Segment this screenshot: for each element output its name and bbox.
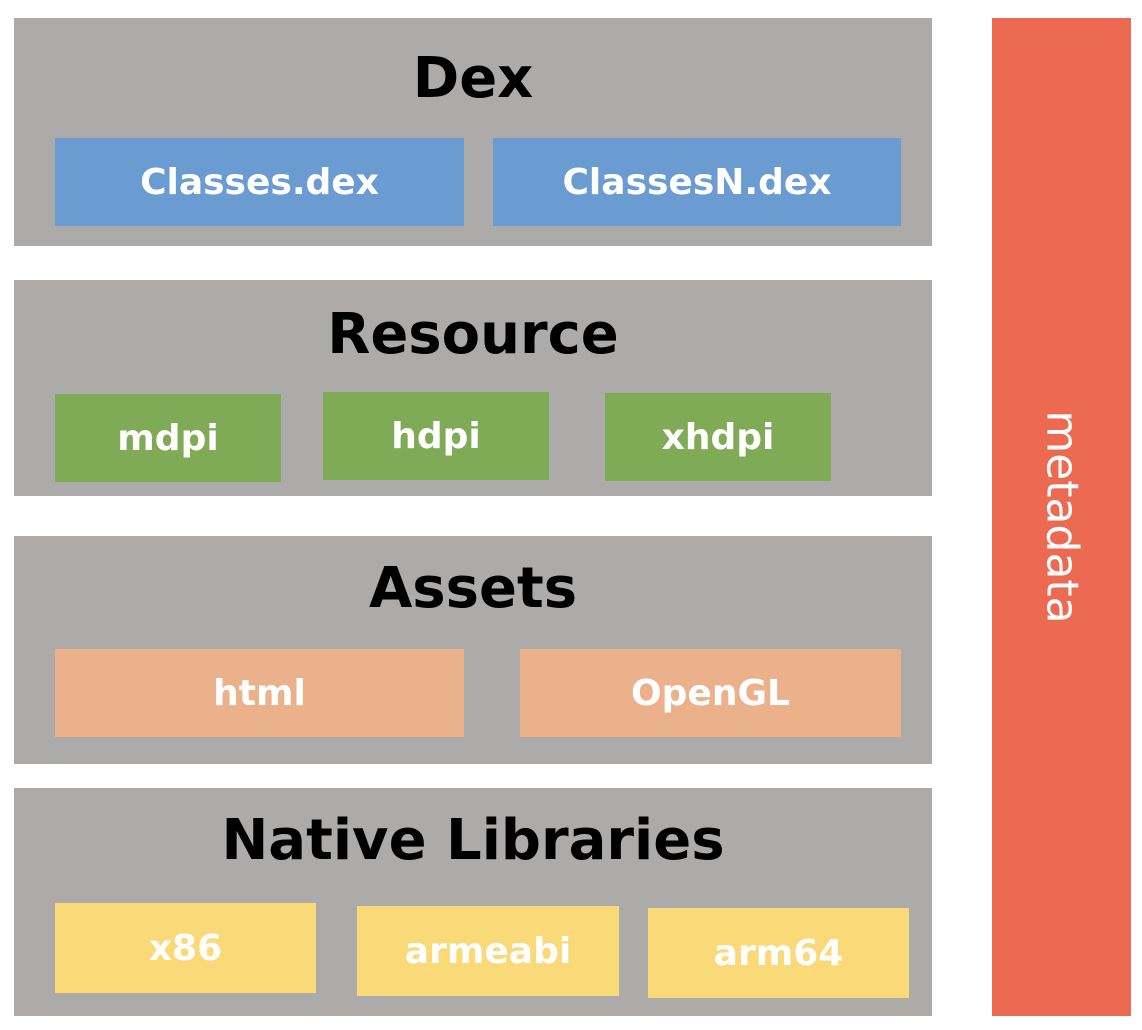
metadata-bar: metadata (992, 18, 1131, 1016)
dex-title: Dex (412, 46, 534, 111)
native-box-armeabi: armeabi (357, 906, 619, 996)
native-libraries-layer: Native Libraries x86 armeabi arm64 (14, 788, 932, 1016)
dex-layer: Dex Classes.dex ClassesN.dex (14, 18, 932, 246)
resource-box-xhdpi: xhdpi (605, 393, 831, 481)
resource-box-mdpi: mdpi (55, 394, 281, 482)
resource-box-hdpi: hdpi (323, 392, 549, 480)
assets-box-opengl: OpenGL (520, 649, 901, 737)
metadata-label: metadata (1036, 410, 1087, 624)
assets-layer: Assets html OpenGL (14, 536, 932, 764)
native-libraries-title: Native Libraries (221, 808, 725, 873)
assets-title: Assets (368, 556, 578, 621)
native-box-arm64: arm64 (648, 908, 909, 998)
assets-box-html: html (55, 649, 464, 737)
resource-layer: Resource mdpi hdpi xhdpi (14, 280, 932, 496)
dex-box-classes: Classes.dex (55, 138, 464, 226)
native-box-x86: x86 (55, 903, 316, 993)
dex-box-classesn: ClassesN.dex (493, 138, 901, 226)
resource-title: Resource (327, 302, 619, 367)
